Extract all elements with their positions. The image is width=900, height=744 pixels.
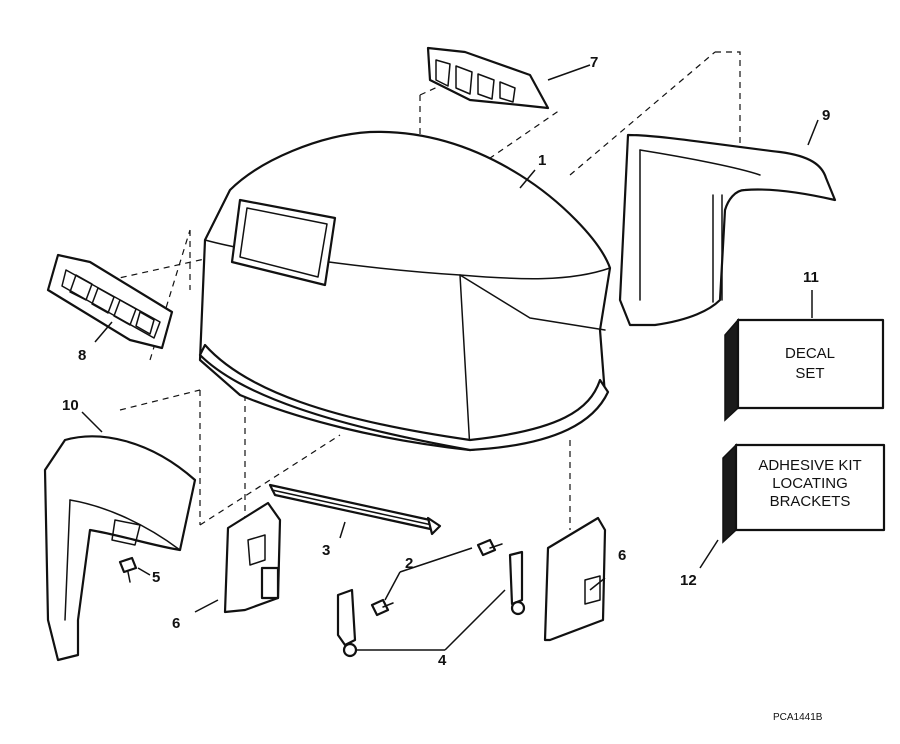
callout-leaders xyxy=(81,64,819,651)
adhesive-label-line-1: ADHESIVE KIT xyxy=(758,457,861,474)
callout-5: 5 xyxy=(152,569,160,586)
reference-code: PCA1441B xyxy=(773,712,823,723)
bracket-plate-right-part-6 xyxy=(543,516,607,642)
callout-12: 12 xyxy=(680,572,697,589)
callout-9: 9 xyxy=(822,107,830,124)
assembly-guide-lines xyxy=(109,51,741,540)
bracket-plate-left-part-6 xyxy=(223,501,282,614)
callout-6-left: 6 xyxy=(172,615,180,632)
rear-panel-part-9 xyxy=(618,133,837,327)
top-vent-part-7 xyxy=(426,46,550,110)
screw-part-5 xyxy=(118,556,138,583)
callout-6-right: 6 xyxy=(618,547,626,564)
lower-cover-part-10 xyxy=(43,435,197,662)
callout-8: 8 xyxy=(78,347,86,364)
hinge-bracket-part-4 xyxy=(336,550,526,658)
callout-10: 10 xyxy=(62,397,79,414)
decal-set-box-part-11: DECAL SET xyxy=(724,317,885,422)
side-vent-part-8 xyxy=(46,253,174,350)
callout-11: 11 xyxy=(803,269,819,286)
adhesive-kit-box-part-12: ADHESIVE KIT LOCATING BRACKETS xyxy=(722,443,886,544)
callout-3: 3 xyxy=(322,542,330,559)
callout-numbers: 1 2 3 4 5 6 6 7 8 9 10 11 12 xyxy=(62,54,830,669)
seal-strip-part-3 xyxy=(268,483,442,536)
decal-label-line-1: DECAL xyxy=(785,345,835,362)
callout-2: 2 xyxy=(405,555,413,572)
callout-7: 7 xyxy=(590,54,598,71)
adhesive-label-line-2: LOCATING xyxy=(772,475,848,492)
callout-4: 4 xyxy=(438,652,447,669)
motor-cowl-part-1 xyxy=(198,130,612,452)
callout-1: 1 xyxy=(538,152,546,169)
adhesive-label-line-3: BRACKETS xyxy=(770,493,851,510)
decal-label-line-2: SET xyxy=(795,365,824,382)
screw-part-2 xyxy=(370,538,503,617)
